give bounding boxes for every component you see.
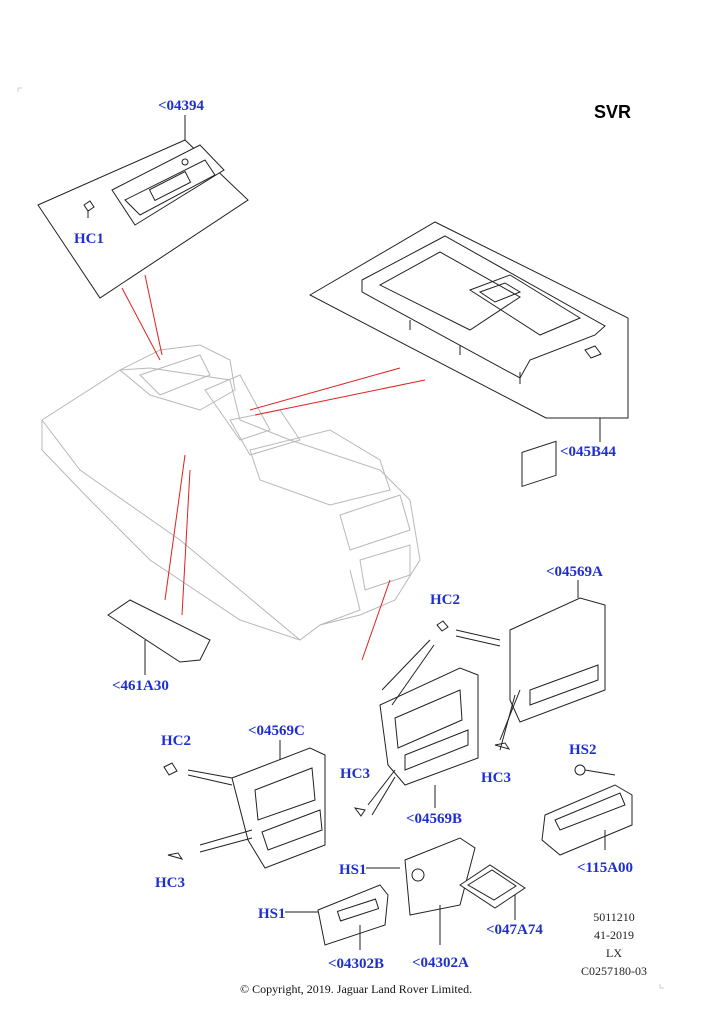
meta-line-2: 41-2019 <box>594 928 634 942</box>
leader-lines <box>121 274 426 661</box>
variant-label: SVR <box>594 102 632 122</box>
callout-045b44[interactable]: <045B44 <box>560 444 617 460</box>
callout-04394[interactable]: <04394 <box>158 98 205 114</box>
callout-hc2-left[interactable]: HC2 <box>161 733 191 749</box>
callout-04302a[interactable]: <04302A <box>412 955 469 971</box>
callout-047a74[interactable]: <047A74 <box>486 922 543 938</box>
callout-04569b[interactable]: <04569B <box>406 811 463 827</box>
callout-hc2-right[interactable]: HC2 <box>430 592 460 608</box>
armrest-cushion-part <box>107 599 211 675</box>
inset-frame-console-panel <box>308 221 629 442</box>
callout-hs2[interactable]: HS2 <box>569 742 597 758</box>
callout-hs1-upper[interactable]: HS1 <box>339 862 367 878</box>
callout-hc3-left[interactable]: HC3 <box>155 875 185 891</box>
center-console-body <box>41 344 421 641</box>
inset-frame-climate-panel <box>37 115 249 299</box>
meta-line-4: C0257180-03 <box>581 964 647 978</box>
small-panels <box>285 837 526 950</box>
meta-line-3: LX <box>606 946 622 960</box>
callout-461a30[interactable]: <461A30 <box>112 678 169 694</box>
vent-panel-04569b <box>353 639 511 817</box>
vent-panel-04569c <box>163 740 326 869</box>
meta-line-1: 5011210 <box>593 910 635 924</box>
callout-04302b[interactable]: <04302B <box>328 956 385 972</box>
callout-hc3-mid[interactable]: HC3 <box>340 766 370 782</box>
callout-115a00[interactable]: <115A00 <box>577 860 634 876</box>
callout-04569c[interactable]: <04569C <box>248 723 305 739</box>
callout-hc3-right[interactable]: HC3 <box>481 770 511 786</box>
corner-marks <box>17 87 664 989</box>
copyright-notice: © Copyright, 2019. Jaguar Land Rover Lim… <box>240 982 473 996</box>
bracket-115a00 <box>541 764 633 856</box>
callout-hc1[interactable]: HC1 <box>74 231 104 247</box>
callout-hs1-lower[interactable]: HS1 <box>258 906 286 922</box>
vent-panel-04569a <box>436 440 606 751</box>
callout-04569a[interactable]: <04569A <box>546 564 603 580</box>
